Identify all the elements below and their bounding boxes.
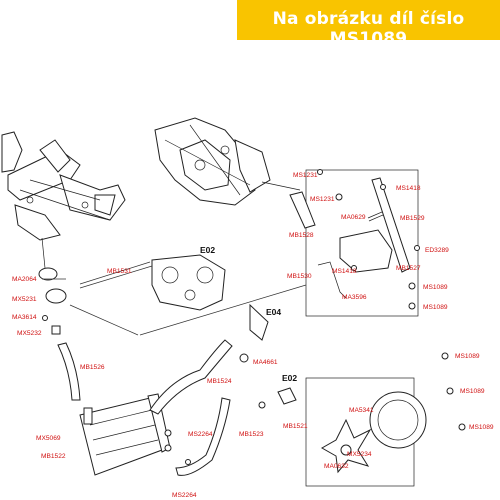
label-ms1089-a: MS1089 [423,284,448,291]
label-mb1526: MB1526 [80,364,105,371]
hoses-drawing [57,303,466,476]
throttle-body-drawing [79,254,226,311]
label-mb1531: MB1531 [107,268,132,275]
engine-block-drawing [154,117,301,206]
label-mx5232: MX5232 [17,330,42,337]
label-mb1529: MB1529 [400,215,425,222]
label-mx5069: MX5069 [36,435,61,442]
label-mb1527: MB1527 [396,265,421,272]
label-ma3614: MA3614 [12,314,37,321]
label-ms1089-d: MS1089 [460,388,485,395]
label-mb1523: MB1523 [239,431,264,438]
label-mx5234: MX5234 [347,451,372,458]
label-ms2264-a: MS2264 [188,431,213,438]
label-ma2064: MA2064 [12,276,37,283]
bracket-parts [289,169,420,310]
label-ms1231-b: MS1231 [310,196,335,203]
cap-and-valve-parts [38,267,67,335]
label-ms1231-a: MS1231 [293,172,318,179]
label-mb1530: MB1530 [287,273,312,280]
label-ms1089-c: MS1089 [455,353,480,360]
label-mb1524: MB1524 [207,378,232,385]
group-label-e02-top: E02 [200,245,215,255]
label-ma0632: MA0632 [324,463,349,470]
label-mb1522: MB1522 [41,453,66,460]
label-ms1089-e: MS1089 [469,424,494,431]
label-ms1418-a: MS1418 [396,185,421,192]
label-ms2264-b: MS2264 [172,492,197,499]
frame-drawing [1,131,126,269]
label-mb1521: MB1521 [283,423,308,430]
label-ms1418-b: MS1418 [332,268,357,275]
part-number-banner: Na obrázku díl číslo MS1089 [237,0,500,49]
fan-drawing [277,387,427,474]
group-label-e02-bottom: E02 [282,373,297,383]
label-mx5231: MX5231 [12,296,37,303]
label-mb1528: MB1528 [289,232,314,239]
leader-lines [42,278,307,336]
label-ms1089-b: MS1089 [423,304,448,311]
bracket-assembly-box [305,169,419,317]
banner-text: Na obrázku díl číslo MS1089 [272,9,465,49]
label-ma5341: MA5341 [349,407,374,414]
label-ma4661: MA4661 [253,359,278,366]
label-ma0629: MA0629 [341,214,366,221]
group-label-e04: E04 [266,307,281,317]
label-ma3596: MA3596 [342,294,367,301]
label-ed3289: ED3289 [425,247,449,254]
